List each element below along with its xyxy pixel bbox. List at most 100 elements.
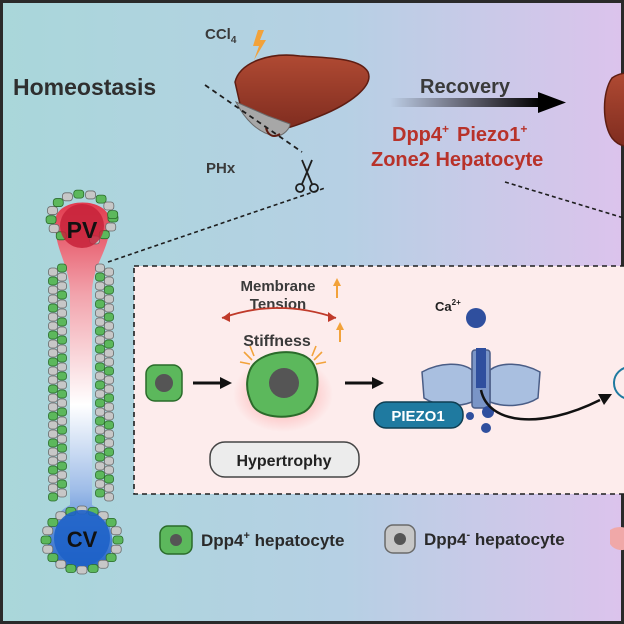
- svg-text:Dpp4+Piezo1+: Dpp4+Piezo1+: [392, 122, 527, 146]
- dpp4-pos-hepatocyte: [48, 438, 58, 448]
- dpp4-neg-hepatocyte: [95, 263, 105, 273]
- dpp4-neg-hepatocyte: [95, 317, 105, 327]
- dpp4-pos-hepatocyte: [95, 326, 105, 336]
- cut-line: [204, 84, 303, 153]
- dpp4-neg-hepatocyte: [57, 452, 67, 462]
- dpp4-pos-hepatocyte: [57, 290, 67, 300]
- dpp4-title: Dpp4: [392, 124, 443, 146]
- dpp4-pos-hepatocyte: [95, 416, 105, 426]
- legend-dpp4-pos-rest: hepatocyte: [250, 531, 344, 550]
- legend-dpp4-neg-rest: hepatocyte: [470, 530, 564, 549]
- dpp4-pos-hepatocyte: [87, 564, 99, 573]
- dpp4-neg-hepatocyte: [57, 416, 67, 426]
- dpp4-pos-hepatocyte: [95, 488, 105, 498]
- dpp4-pos-hepatocyte: [95, 344, 105, 354]
- pv-label: PV: [67, 217, 98, 243]
- dpp4-neg-hepatocyte: [104, 492, 114, 502]
- dpp4-pos-hepatocyte: [40, 535, 52, 545]
- svg-text:CCl4: CCl4: [205, 26, 237, 46]
- dpp4-pos-hepatocyte: [57, 263, 67, 273]
- hepatocyte-hypertrophic-nucleus: [269, 368, 299, 398]
- dpp4-pos-hepatocyte: [57, 371, 67, 381]
- dpp4-pos-hepatocyte: [105, 517, 117, 527]
- dpp4-neg-hepatocyte: [57, 488, 67, 498]
- dpp4-neg-hepatocyte: [95, 461, 105, 471]
- piezo1-channel-icon: [421, 348, 541, 409]
- recovery-label: Recovery: [420, 76, 511, 98]
- membrane-label: Membrane: [240, 278, 315, 295]
- hypertrophy-label: Hypertrophy: [236, 453, 331, 470]
- dpp4-neg-hepatocyte: [104, 402, 114, 412]
- central-vein: [54, 510, 110, 566]
- dpp4-pos-hepatocyte: [95, 452, 105, 462]
- dpp4-pos-hepatocyte: [48, 330, 58, 340]
- dpp4-pos-hepatocyte: [48, 465, 58, 475]
- liver-lobule: PV CV: [40, 189, 124, 575]
- phx-label: PHx: [206, 160, 236, 177]
- dpp4-neg-hepatocyte: [104, 276, 114, 286]
- lightning-icon: [253, 30, 266, 60]
- dpp4-neg-hepatocyte: [95, 335, 105, 345]
- dpp4-neg-hepatocyte: [48, 483, 58, 493]
- dpp4-neg-hepatocyte: [48, 267, 58, 277]
- legend-dpp4-pos-sup: +: [244, 530, 250, 542]
- stiffness-burst-icon: [239, 345, 327, 365]
- dpp4-pos-hepatocyte: [47, 517, 59, 527]
- dpp4-pos-hepatocyte: [104, 447, 114, 457]
- ccl4-label: CCl: [205, 26, 231, 43]
- dpp4-pos-hepatocyte: [57, 335, 67, 345]
- dpp4-neg-hepatocyte: [95, 479, 105, 489]
- cv-label: CV: [67, 527, 98, 552]
- legend-dpp4-pos-base: Dpp4: [201, 531, 244, 550]
- dpp4-pos-hepatocyte: [95, 380, 105, 390]
- dpp4-pos-hepatocyte: [57, 443, 67, 453]
- dpp4-neg-hepatocyte: [104, 303, 114, 313]
- hypertrophy-badge: [209, 441, 360, 478]
- dpp4-neg-hepatocyte: [48, 420, 58, 430]
- dpp4-neg-hepatocyte: [103, 201, 115, 211]
- recovery-arrow-shaft: [390, 98, 540, 107]
- dpp4-pos-hepatocyte: [95, 470, 105, 480]
- dpp4-pos-hepatocyte: [112, 535, 124, 545]
- dpp4-pos-hepatocyte: [104, 285, 114, 295]
- dpp4-pos-hepatocyte: [95, 398, 105, 408]
- dpp4-pos-hepatocyte: [104, 339, 114, 349]
- dpp4-neg-hepatocyte: [48, 366, 58, 376]
- dpp4-neg-hepatocyte: [95, 353, 105, 363]
- dpp4-neg-hepatocyte: [85, 190, 96, 200]
- dpp4-pos-hepatocyte: [48, 384, 58, 394]
- legend-dpp4-neg-base: Dpp4: [424, 530, 467, 549]
- dpp4-neg-hepatocyte: [57, 470, 67, 480]
- dpp4-pos-hepatocyte: [104, 474, 114, 484]
- calcium-superscript: 2+: [452, 298, 461, 307]
- dpp4-neg-hepatocyte: [104, 438, 114, 448]
- dpp4-neg-hepatocyte: [95, 371, 105, 381]
- dpp4-pos-hepatocyte: [65, 564, 77, 573]
- dpp4-pos-hepatocyte: [57, 461, 67, 471]
- dpp4-neg-hepatocyte: [48, 321, 58, 331]
- dpp4-neg-hepatocyte: [48, 339, 58, 349]
- dpp4-neg-hepatocyte: [57, 299, 67, 309]
- dpp4-pos-hepatocyte: [95, 194, 107, 204]
- dpp4-neg-hepatocyte: [48, 224, 60, 233]
- calcium-ion: [481, 423, 491, 433]
- dpp4-neg-hepatocyte: [110, 526, 122, 536]
- dpp4-neg-hepatocyte: [55, 559, 67, 569]
- dpp4-neg-hepatocyte: [57, 344, 67, 354]
- piezo1-title: Piezo1: [457, 124, 520, 146]
- dpp4-neg-hepatocyte: [62, 192, 73, 202]
- dpp4-pos-hepatocyte: [48, 276, 58, 286]
- calcium-ion: [466, 412, 474, 420]
- target-partial-icon: [613, 367, 624, 399]
- mechanism-panel: [133, 265, 624, 495]
- signal-arrow: [479, 389, 601, 421]
- dpp4-pos-hepatocyte: [105, 553, 117, 563]
- dpp4-pos-hepatocyte: [57, 407, 67, 417]
- dpp4-neg-hepatocyte: [57, 308, 67, 318]
- dpp4-neg-hepatocyte: [104, 411, 114, 421]
- calcium-ion: [466, 308, 486, 328]
- dpp4-pos-hepatocyte: [95, 362, 105, 372]
- dpp4-neg-hepatocyte: [104, 357, 114, 367]
